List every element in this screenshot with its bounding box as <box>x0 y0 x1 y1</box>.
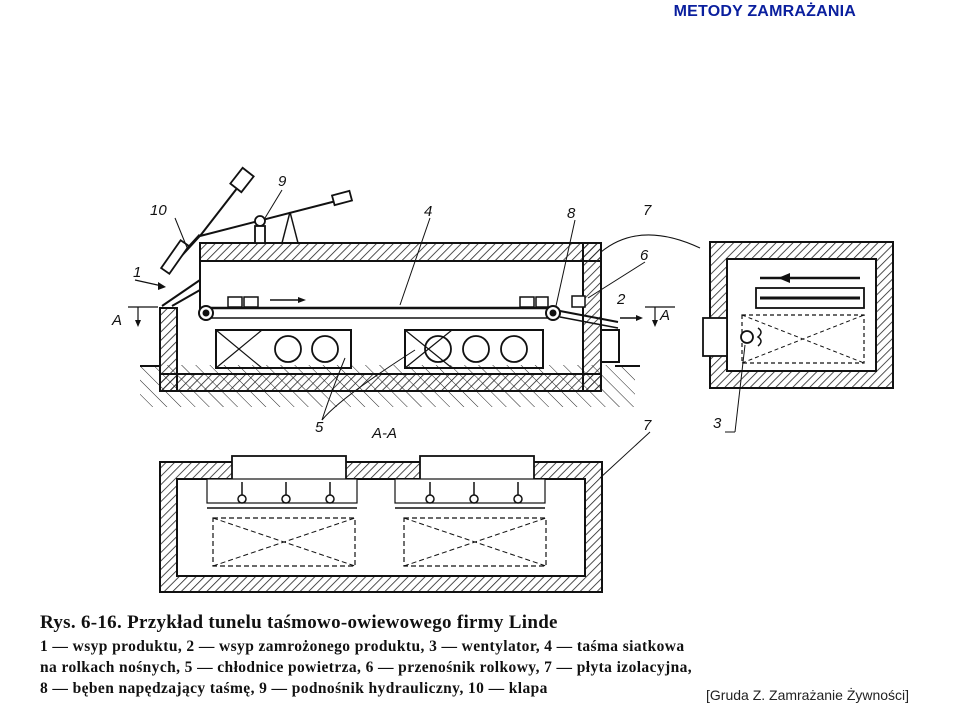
source-citation: [Gruda Z. Zamrażanie Żywności] <box>706 687 910 703</box>
caption-line: na rolkach nośnych, 5 — chłodnice powiet… <box>40 659 693 676</box>
label-4: 4 <box>424 203 432 220</box>
label-2: 2 <box>616 291 626 308</box>
label-section-left: A <box>111 312 122 329</box>
figure-caption: Rys. 6-16. Przykład tunelu taśmowo-owiew… <box>40 612 955 699</box>
tunnel-side-view <box>128 166 701 421</box>
fan-unit <box>702 241 894 433</box>
label-7-bottom: 7 <box>643 417 652 434</box>
cross-section-a-a <box>159 431 651 593</box>
tunnel-freezer-diagram: 10 9 4 8 7 6 1 2 A A 5 A-A 3 7 <box>111 166 894 593</box>
label-3: 3 <box>713 415 722 432</box>
label-8: 8 <box>567 205 576 222</box>
label-section-right: A <box>659 307 670 324</box>
label-5: 5 <box>315 419 324 436</box>
caption-title: Rys. 6-16. Przykład tunelu taśmowo-owiew… <box>40 612 558 633</box>
label-7-top: 7 <box>643 202 652 219</box>
caption-line: 8 — bęben napędzający taśmę, 9 — podnośn… <box>40 680 548 697</box>
label-9: 9 <box>278 173 287 190</box>
label-section-title: A-A <box>371 425 397 442</box>
caption-line: 1 — wsyp produktu, 2 — wsyp zamrożonego … <box>40 638 685 655</box>
label-1: 1 <box>133 264 141 281</box>
label-10: 10 <box>150 202 167 219</box>
label-6: 6 <box>640 247 649 264</box>
page-title: METODY ZAMRAŻANIA <box>673 3 856 20</box>
